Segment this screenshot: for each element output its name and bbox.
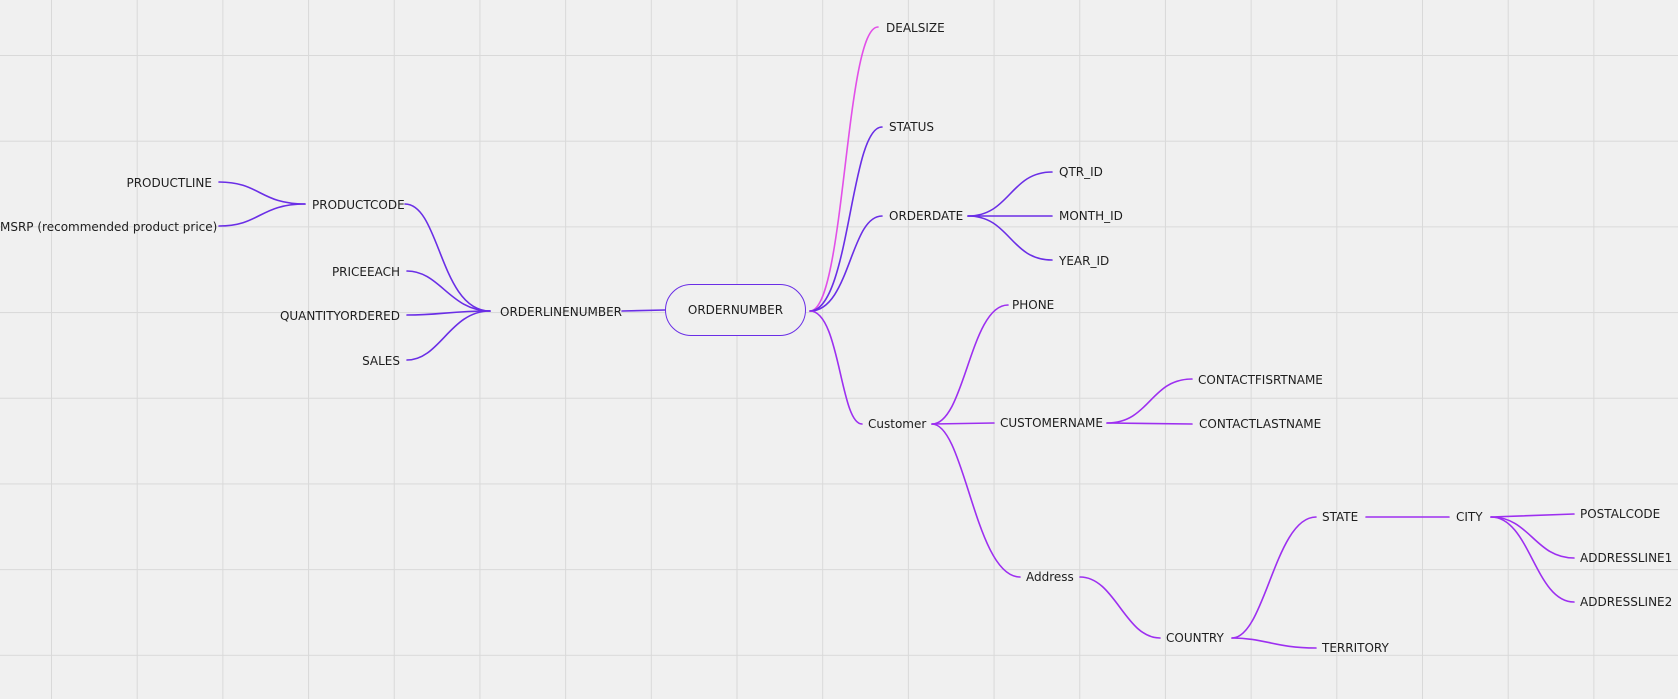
- node-addressline2[interactable]: ADDRESSLINE2: [1580, 595, 1673, 609]
- node-month-id[interactable]: MONTH_ID: [1059, 209, 1123, 223]
- link-customer-phone: [931, 304, 1009, 425]
- link-productcode-productline: [218, 181, 306, 205]
- node-orderdate[interactable]: ORDERDATE: [889, 209, 964, 223]
- link-city-addressline2: [1490, 516, 1575, 603]
- link-orderdate-qtr: [967, 171, 1053, 217]
- link-productcode-msrp: [218, 203, 306, 227]
- link-city-postalcode: [1490, 513, 1575, 518]
- link-orderlinenumber-quantityordered: [406, 310, 491, 316]
- node-territory[interactable]: TERRITORY: [1322, 641, 1389, 655]
- node-dealsize[interactable]: DEALSIZE: [886, 21, 945, 35]
- node-customername[interactable]: CUSTOMERNAME: [1000, 416, 1103, 430]
- node-sales[interactable]: SALES: [362, 354, 400, 368]
- node-contactfirstname[interactable]: CONTACTFISRTNAME: [1198, 373, 1323, 387]
- link-root-orderdate: [809, 215, 883, 312]
- link-customer-customername: [931, 422, 995, 425]
- node-status[interactable]: STATUS: [889, 120, 935, 134]
- link-root-status: [809, 126, 883, 312]
- root-node-ordernumber[interactable]: ORDERNUMBER: [665, 284, 806, 336]
- node-year-id[interactable]: YEAR_ID: [1059, 254, 1110, 268]
- link-customername-contactfirst: [1106, 378, 1193, 424]
- node-msrp[interactable]: MSRP (recommended product price): [0, 220, 218, 234]
- node-quantityordered[interactable]: QUANTITYORDERED: [279, 309, 400, 323]
- node-country[interactable]: COUNTRY: [1166, 631, 1224, 645]
- node-city[interactable]: CITY: [1456, 510, 1483, 524]
- link-orderlinenumber-productcode: [404, 203, 491, 312]
- link-root-customer: [809, 310, 863, 425]
- node-productline[interactable]: PRODUCTLINE: [126, 176, 212, 190]
- node-postalcode[interactable]: POSTALCODE: [1580, 507, 1661, 521]
- link-orderdate-year: [967, 215, 1053, 261]
- root-node-label: ORDERNUMBER: [687, 303, 784, 317]
- link-root-orderlinenumber: [621, 309, 666, 312]
- node-phone[interactable]: PHONE: [1012, 298, 1055, 312]
- node-qtr-id[interactable]: QTR_ID: [1059, 165, 1103, 179]
- link-city-addressline1: [1490, 516, 1575, 559]
- node-address[interactable]: Address: [1026, 570, 1074, 584]
- node-state[interactable]: STATE: [1322, 510, 1359, 524]
- node-productcode[interactable]: PRODUCTCODE: [312, 198, 405, 212]
- node-addressline1[interactable]: ADDRESSLINE1: [1580, 551, 1673, 565]
- node-orderlinenumber[interactable]: ORDERLINENUMBER: [500, 305, 622, 319]
- link-customer-address: [931, 423, 1021, 578]
- node-customer[interactable]: Customer: [868, 417, 927, 431]
- link-country-state: [1231, 516, 1317, 639]
- link-root-dealsize: [809, 26, 879, 312]
- link-orderlinenumber-sales: [406, 310, 491, 361]
- link-address-country: [1079, 576, 1161, 639]
- node-contactlastname[interactable]: CONTACTLASTNAME: [1199, 417, 1322, 431]
- node-priceeach[interactable]: PRICEEACH: [331, 265, 400, 279]
- link-country-territory: [1231, 637, 1317, 649]
- link-customername-contactlast: [1106, 422, 1193, 425]
- link-orderlinenumber-priceeach: [406, 270, 491, 312]
